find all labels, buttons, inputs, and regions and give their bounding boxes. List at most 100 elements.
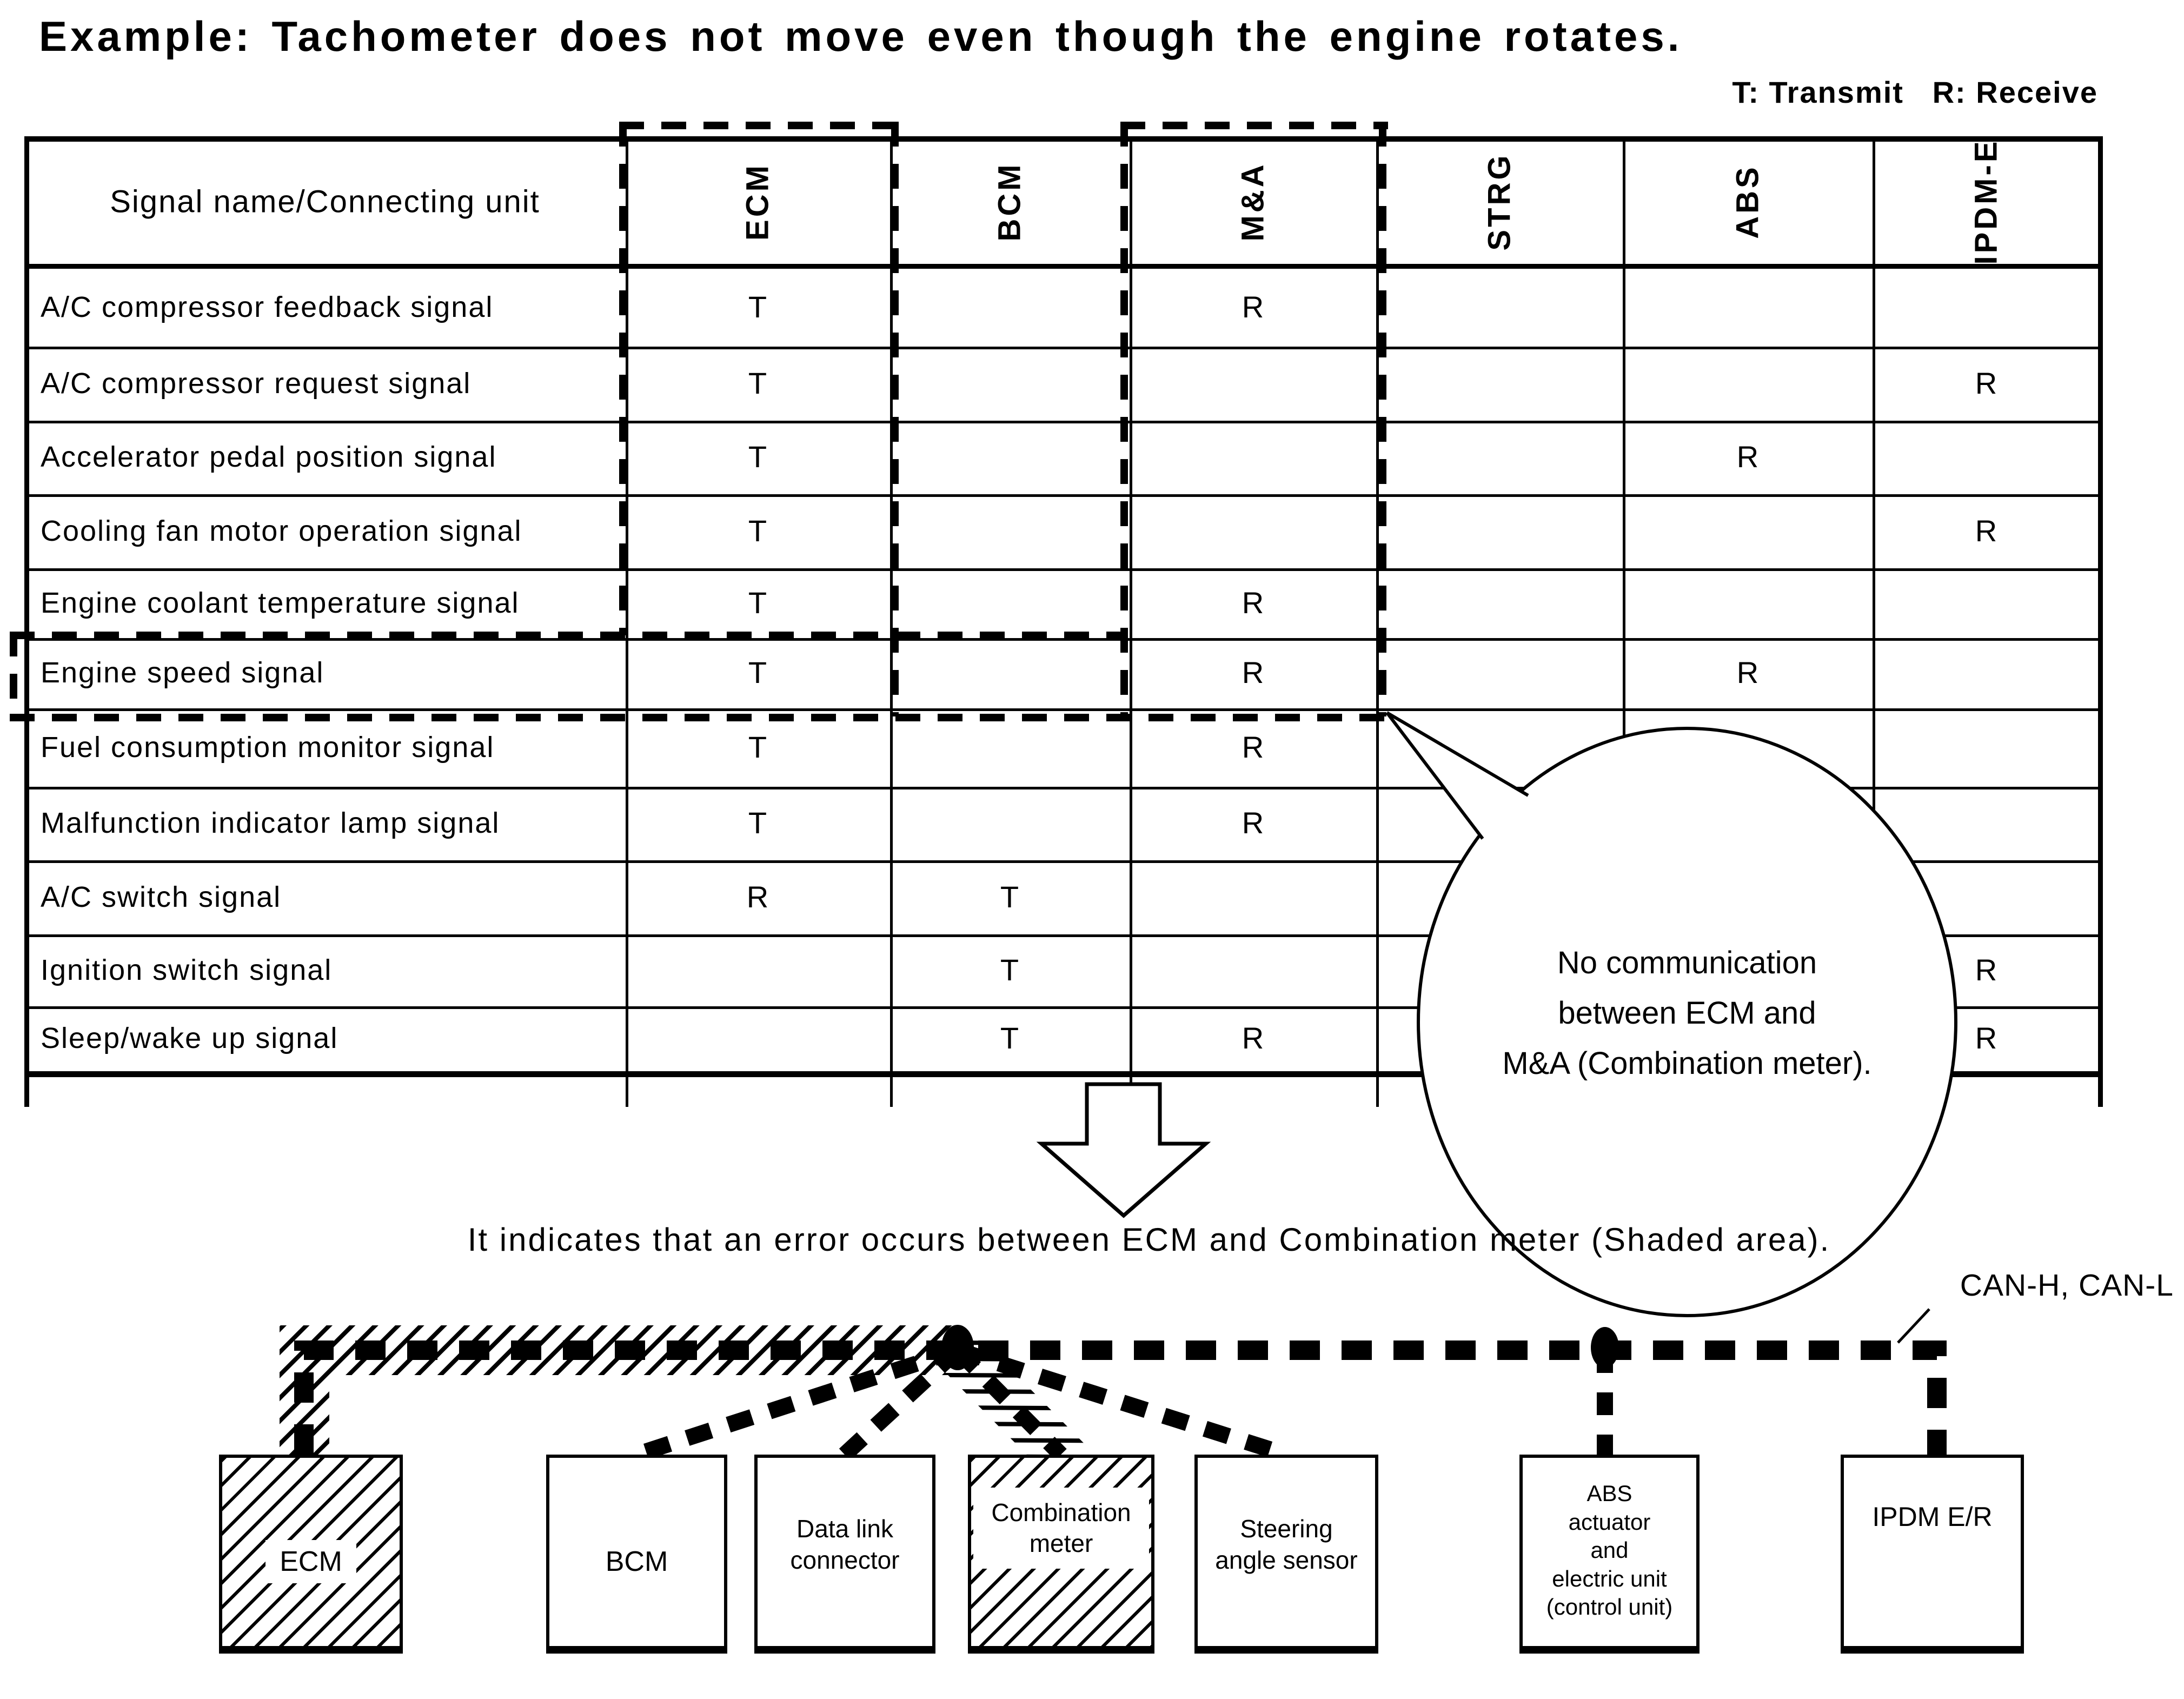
matrix-cell: R: [1736, 655, 1759, 690]
engine-speed-row-highlight-left: [10, 632, 17, 721]
node-label: Combination meter: [991, 1498, 1131, 1558]
engine-speed-row-highlight-top: [10, 632, 1121, 639]
row-label: Malfunction indicator lamp signal: [41, 806, 500, 839]
matrix-cell: R: [1242, 655, 1264, 690]
matrix-cell: R: [1975, 366, 1997, 400]
table-row: Fuel consumption monitor signal T R: [0, 708, 2098, 787]
matrix-cell: R: [746, 879, 769, 914]
bus-junction-dot: [1591, 1327, 1619, 1368]
node-abs-actuator: ABS actuator and electric unit (control …: [1519, 1455, 1700, 1654]
table-row: Accelerator pedal position signal T R: [0, 421, 2098, 494]
grid-line: [24, 934, 2103, 937]
node-label: BCM: [605, 1545, 668, 1577]
grid-line: [24, 494, 2103, 497]
bus-label-callout-line: [1897, 1308, 1930, 1344]
node-steering-angle-sensor: Steering angle sensor: [1194, 1455, 1378, 1654]
node-label: ABS actuator and electric unit (control …: [1546, 1481, 1673, 1620]
grid-line: [24, 1006, 2103, 1009]
matrix-cell: R: [1975, 513, 1997, 548]
row-label: Sleep/wake up signal: [41, 1021, 338, 1054]
matrix-cell: T: [1000, 952, 1019, 987]
can-bus-trunk: [294, 1340, 1947, 1455]
grid-line: [2098, 136, 2103, 1107]
table-row: Cooling fan motor operation signal T R: [0, 494, 2098, 568]
row-label: Cooling fan motor operation signal: [41, 514, 522, 547]
can-branch-combination-meter: [952, 1344, 1067, 1461]
ma-column-highlight-right: [1379, 122, 1386, 716]
row-label: Engine speed signal: [41, 656, 324, 689]
table-row: Engine speed signal T R R: [0, 638, 2098, 708]
grid-line: [1623, 136, 1625, 1107]
matrix-cell: T: [748, 655, 767, 690]
matrix-cell: T: [748, 806, 767, 840]
matrix-cell: R: [1242, 806, 1264, 840]
matrix-cell: R: [1242, 1021, 1264, 1056]
table-row: A/C compressor feedback signal T R: [0, 269, 2098, 347]
matrix-cell: T: [748, 290, 767, 324]
ecm-column-highlight-left: [619, 122, 627, 635]
table-row: Malfunction indicator lamp signal T R: [0, 787, 2098, 860]
table-row: A/C compressor request signal T R: [0, 347, 2098, 421]
row-label: Fuel consumption monitor signal: [41, 731, 495, 764]
grid-line: [24, 136, 2103, 142]
matrix-cell: R: [1242, 729, 1264, 764]
matrix-cell: R: [1242, 585, 1264, 620]
diagram-caption: It indicates that an error occurs betwee…: [467, 1222, 1831, 1258]
grid-line: [24, 264, 2103, 269]
grid-line: [626, 136, 628, 1107]
grid-line: [24, 136, 29, 1107]
speech-bubble-text: No communication between ECM and M&A (Co…: [1502, 945, 1872, 1081]
grid-line: [24, 708, 2103, 711]
down-arrow-icon: [1036, 1082, 1211, 1218]
speech-bubble: [1385, 711, 1957, 1317]
node-bcm: BCM: [546, 1455, 727, 1654]
grid-line: [24, 347, 2103, 349]
figure-title: Example: Tachometer does not move even t…: [39, 12, 1683, 60]
grid-line: [1130, 136, 1132, 1107]
ecm-column-highlight-top: [619, 122, 898, 129]
ma-column-highlight-left: [1120, 122, 1128, 716]
matrix-cell: T: [748, 729, 767, 764]
table-row: Engine coolant temperature signal T R: [0, 568, 2098, 638]
row-label: A/C switch signal: [41, 880, 282, 913]
matrix-cell: T: [748, 366, 767, 400]
matrix-cell: T: [748, 585, 767, 620]
matrix-cell: T: [1000, 879, 1019, 914]
node-data-link-connector: Data link connector: [754, 1455, 935, 1654]
can-branch-steering: [955, 1342, 1289, 1463]
node-label: ECM: [265, 1540, 356, 1583]
node-label: Data link connector: [790, 1515, 900, 1574]
row-label: A/C compressor request signal: [41, 367, 472, 400]
row-label: Accelerator pedal position signal: [41, 440, 497, 473]
transmit-receive-legend: T: Transmit R: Receive: [1732, 75, 2098, 109]
grid-line: [24, 638, 2103, 641]
grid-line: [24, 568, 2103, 571]
grid-line: [24, 787, 2103, 789]
ma-column-highlight-top: [1120, 122, 1388, 129]
node-ipdm-er: IPDM E/R: [1841, 1455, 2024, 1654]
table-row: A/C switch signal R T: [0, 860, 2098, 934]
engine-speed-row-highlight-bottom: [10, 714, 1386, 721]
node-label: IPDM E/R: [1872, 1502, 1993, 1532]
grid-line: [1873, 136, 1875, 1107]
matrix-cell: R: [1975, 1021, 1997, 1056]
can-branch-bcm: [634, 1342, 960, 1463]
grid-line: [24, 421, 2103, 423]
matrix-cell: R: [1736, 440, 1759, 474]
table-corner-label: Signal name/Connecting unit: [110, 184, 540, 220]
table-row: Ignition switch signal T R: [0, 934, 2098, 1006]
grid-line: [24, 1071, 2103, 1077]
matrix-cell: T: [748, 513, 767, 548]
row-label: A/C compressor feedback signal: [41, 290, 494, 323]
can-bus-label: CAN-H, CAN-L: [1960, 1268, 2174, 1303]
matrix-cell: T: [748, 440, 767, 474]
node-label: Steering angle sensor: [1215, 1515, 1358, 1574]
matrix-cell: T: [1000, 1021, 1019, 1056]
node-combination-meter: Combination meter: [968, 1455, 1154, 1654]
grid-line: [24, 860, 2103, 863]
matrix-cell: R: [1242, 290, 1264, 324]
row-label: Ignition switch signal: [41, 953, 333, 986]
table-row: Sleep/wake up signal T R R: [0, 1006, 2098, 1071]
